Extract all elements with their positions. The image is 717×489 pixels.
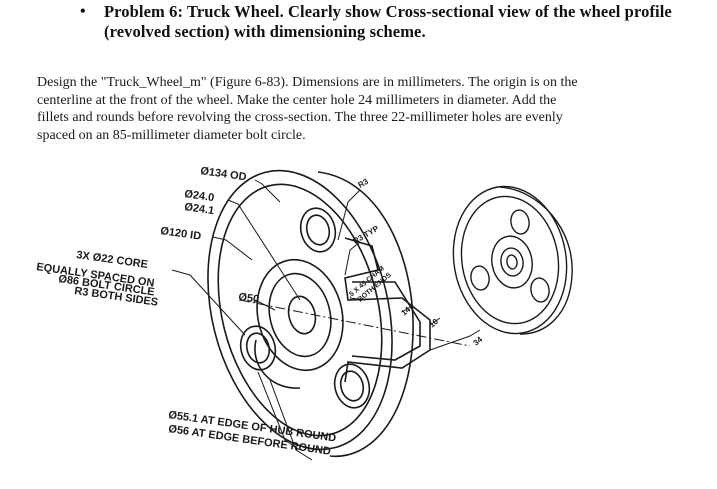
iso-core-hole-top — [510, 209, 530, 235]
iso-center-hole — [506, 254, 518, 270]
problem-heading: • Problem 6: Truck Wheel. Clearly show C… — [80, 2, 710, 42]
hub-front-face — [254, 339, 301, 389]
dim-24-0: Ø24.0 — [184, 188, 215, 204]
core-hole-bottom — [333, 363, 371, 409]
dim-50: Ø50 — [238, 291, 260, 306]
section-cut-profile — [344, 237, 431, 383]
leader-r3 — [337, 189, 361, 241]
iso-core-hole-left — [470, 265, 490, 291]
wheel-rim-back-edge — [317, 171, 414, 457]
problem-title-line-1: Problem 6: Truck Wheel. Clearly show Cro… — [104, 2, 672, 21]
centerline — [239, 299, 471, 347]
leader-r3-typ — [344, 241, 361, 276]
section-cut-profile-inner — [351, 281, 421, 361]
truck-wheel-figure: Ø134 OD Ø24.0 Ø24.1 Ø120 ID 3X Ø22 CORE … — [0, 150, 717, 489]
iso-outer-rim — [452, 185, 568, 335]
problem-description: Design the "Truck_Wheel_m" (Figure 6-83)… — [37, 74, 697, 144]
dim-r3-typ: R3 TYP — [352, 224, 381, 246]
iso-core-hole-right — [530, 277, 550, 303]
iso-inner-rim — [460, 195, 560, 325]
core-hole-left-inner — [245, 332, 271, 364]
description-line-4: spaced on an 85-millimeter diameter bolt… — [37, 127, 306, 143]
leader-134-od — [254, 179, 281, 203]
core-hole-bottom-inner — [339, 370, 365, 402]
leader-hub-before-round — [269, 379, 313, 461]
iso-hub-outer — [491, 235, 533, 289]
leader-lines — [171, 179, 481, 461]
iso-hub-inner — [500, 247, 524, 277]
description-line-3: fillets and rounds before revolving the … — [37, 110, 563, 125]
wheel-isometric-view — [452, 185, 573, 335]
dim-34: 34 — [472, 335, 485, 348]
dim-134-od: Ø134 OD — [200, 165, 248, 183]
bullet-icon: • — [80, 3, 86, 20]
leader-core — [171, 269, 246, 336]
wheel-drawing: Ø134 OD Ø24.0 Ø24.1 Ø120 ID 3X Ø22 CORE … — [36, 165, 573, 461]
problem-title: Problem 6: Truck Wheel. Clearly show Cro… — [104, 2, 672, 42]
leader-24 — [227, 199, 301, 301]
dim-r3: R3 — [357, 177, 371, 190]
core-hole-top-inner — [305, 214, 331, 246]
dim-line-34 — [429, 329, 481, 351]
description-line-1: Design the "Truck_Wheel_m" (Figure 6-83)… — [37, 75, 578, 90]
core-hole-top — [299, 207, 337, 253]
core-hole-left — [239, 325, 277, 371]
leader-120-id — [212, 236, 253, 261]
dim-120-id: Ø120 ID — [160, 225, 202, 243]
hub-inner — [268, 272, 332, 358]
description-line-2: centerline at the front of the wheel. Ma… — [37, 92, 557, 108]
dim-24-1: Ø24.1 — [184, 201, 215, 217]
dim-line-14 — [401, 305, 413, 313]
leader-chamfer — [349, 297, 366, 301]
wheel-outer-rim — [207, 169, 393, 451]
problem-title-line-2: (revolved section) with dimensioning sch… — [104, 22, 426, 41]
wheel-section-view — [207, 169, 471, 457]
dim-line-10 — [429, 317, 441, 326]
leader-50 — [254, 299, 276, 311]
iso-rim-back — [499, 186, 573, 335]
wheel-inner-rim — [217, 183, 383, 437]
hub-outer — [256, 258, 344, 372]
